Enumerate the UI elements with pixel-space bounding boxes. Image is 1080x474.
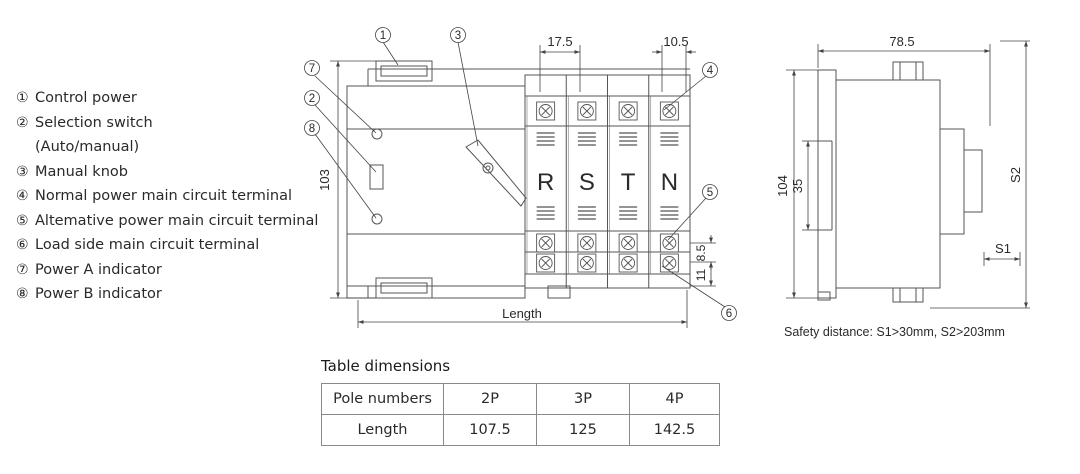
svg-text:6: 6 <box>726 308 732 320</box>
terminal-screw <box>577 233 597 253</box>
pole-label: T <box>621 169 636 196</box>
callout-6: 6 <box>721 305 737 321</box>
callout-1: 1 <box>375 27 391 43</box>
side-dimensions <box>786 40 1030 309</box>
bottom-offset-label: 11 <box>694 268 708 281</box>
vent-slots <box>577 132 596 220</box>
pole-column: N <box>648 75 679 288</box>
side-view <box>817 61 983 303</box>
pole-label: S <box>579 169 595 196</box>
table-row: Pole numbers 2P 3P 4P <box>321 383 720 415</box>
selection-switch <box>369 164 384 190</box>
terminal-screw <box>618 101 638 121</box>
svg-text:2: 2 <box>309 93 315 105</box>
pole-column: R <box>526 96 556 274</box>
terminal-screw <box>618 233 638 253</box>
front-dimensions <box>330 45 716 328</box>
callout-8: 8 <box>304 120 320 136</box>
control-module-body <box>346 85 526 299</box>
vent-slots <box>536 132 555 220</box>
row-spacing-label: 8.5 <box>694 244 708 261</box>
rail-label: 35 <box>790 179 805 193</box>
vent-slots <box>660 132 679 220</box>
bottom-connector <box>375 277 433 299</box>
terminal-screw <box>536 253 556 273</box>
table-cell: 142.5 <box>629 414 720 446</box>
side-height-label: 104 <box>775 175 790 197</box>
pole-column: T <box>607 75 638 288</box>
top-connector <box>375 60 433 82</box>
side-dimension-labels: 78.5 104 35 S2 S1 Safety distance: S1>30… <box>775 34 1023 339</box>
legend-item: (Auto/manual) <box>35 139 140 155</box>
svg-text:3: 3 <box>455 30 461 42</box>
power-a-indicator <box>371 128 383 140</box>
callout-3: 3 <box>450 27 466 43</box>
height-label: 103 <box>317 169 332 191</box>
s1-label: S1 <box>995 241 1011 256</box>
svg-text:5: 5 <box>707 187 713 199</box>
callout-7: 7 <box>304 60 320 76</box>
table-title: Table dimensions <box>321 357 451 375</box>
table-cell: Pole numbers <box>321 383 444 415</box>
depth-label: 78.5 <box>889 34 914 49</box>
terminal-screw <box>536 233 556 253</box>
rail-clip <box>547 285 571 299</box>
terminal-screw <box>536 101 556 121</box>
svg-text:7: 7 <box>309 63 315 75</box>
terminal-screw <box>659 101 679 121</box>
pitch-label: 17.5 <box>547 34 572 49</box>
table-cell: 4P <box>629 383 720 415</box>
callout-5: 5 <box>702 184 718 200</box>
manual-knob <box>465 139 527 207</box>
length-label: Length <box>502 306 542 321</box>
callout-2: 2 <box>304 90 320 106</box>
table-cell: 107.5 <box>443 414 537 446</box>
svg-text:4: 4 <box>707 65 714 77</box>
pole-label: R <box>537 169 554 196</box>
safety-note: Safety distance: S1>30mm, S2>203mm <box>784 325 1005 339</box>
table-row: Length 107.5 125 142.5 <box>321 414 720 446</box>
s2-label: S2 <box>1008 167 1023 183</box>
callouts <box>314 41 726 308</box>
pole-label: N <box>661 169 678 196</box>
front-dimension-labels: 17.5 10.5 103 Length 8.5 11 <box>317 34 708 321</box>
table-cell: Length <box>321 414 444 446</box>
vent-slots <box>619 132 638 220</box>
terminal-screw <box>577 253 597 273</box>
pole-column: S <box>565 75 597 288</box>
terminal-width-label: 10.5 <box>663 34 688 49</box>
table-cell: 125 <box>536 414 630 446</box>
svg-text:1: 1 <box>380 30 386 42</box>
terminal-screw <box>659 233 679 253</box>
table-cell: 3P <box>536 383 630 415</box>
callout-circles: 1 3 4 5 6 7 2 8 <box>304 27 737 321</box>
terminal-screw <box>618 253 638 273</box>
terminal-screw <box>577 101 597 121</box>
svg-text:8: 8 <box>309 123 315 135</box>
front-view <box>346 60 691 299</box>
terminal-screw <box>659 253 679 273</box>
table-cell: 2P <box>443 383 537 415</box>
power-b-indicator <box>371 213 383 225</box>
callout-4: 4 <box>702 62 718 78</box>
dimensions-table: Pole numbers 2P 3P 4P Length 107.5 125 1… <box>321 383 720 446</box>
